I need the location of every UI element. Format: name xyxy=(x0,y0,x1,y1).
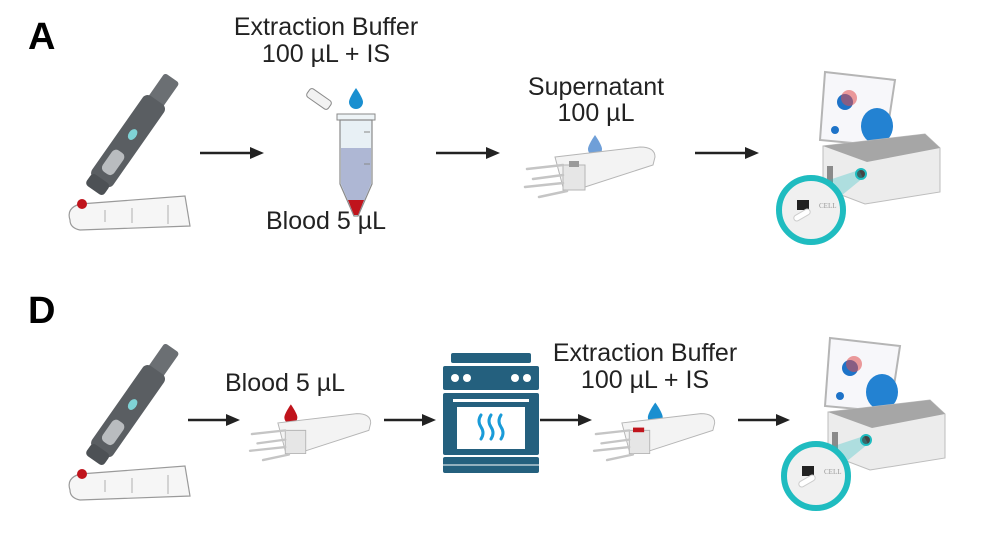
sample-port-icon xyxy=(860,434,872,446)
label-buffer-volume: 100 µL + IS xyxy=(580,366,710,394)
finger-icon xyxy=(68,195,191,231)
lancet-icon xyxy=(86,344,179,465)
instrument-screen-icon xyxy=(818,70,897,148)
inset-cell-label: CELL xyxy=(824,468,842,476)
oven-icon xyxy=(443,353,539,473)
instrument-screen-icon xyxy=(823,336,902,414)
label-extraction-buffer: Extraction Buffer xyxy=(552,339,738,367)
sampling-cartridge-illustration xyxy=(592,402,716,462)
heat-waves-icon xyxy=(477,413,505,441)
lancet-finger-illustration xyxy=(68,74,191,231)
tube-cap-icon xyxy=(306,88,332,110)
buffer-liquid xyxy=(341,148,371,215)
sampling-cartridge-illustration xyxy=(248,404,372,462)
inset-cell-label: CELL xyxy=(819,202,837,210)
instrument-body-icon xyxy=(827,399,946,471)
panel-letter-d: D xyxy=(28,290,56,332)
cartridge-icon xyxy=(592,413,716,462)
analyzer-instrument-illustration: CELL xyxy=(776,70,941,245)
buffer-drop-icon xyxy=(349,88,363,109)
label-supernatant-volume: 100 µL xyxy=(557,99,635,127)
panel-letter-a: A xyxy=(28,16,56,58)
arrow-icon xyxy=(695,147,759,159)
lancet-icon xyxy=(86,74,179,195)
sample-port-icon xyxy=(855,168,867,180)
arrow-icon xyxy=(188,414,240,426)
blood-sample xyxy=(348,200,364,215)
cartridge-icon xyxy=(523,146,656,199)
microcentrifuge-tube-illustration xyxy=(306,88,376,217)
instrument-body-icon xyxy=(822,133,941,205)
supernatant-drop-icon xyxy=(588,135,602,156)
label-supernatant: Supernatant xyxy=(527,73,665,101)
blood-drop-icon xyxy=(284,404,298,424)
port-inset-magnifier: CELL xyxy=(776,175,846,245)
label-extraction-buffer: Extraction Buffer xyxy=(233,13,419,41)
arrow-icon xyxy=(540,414,592,426)
blood-drop-icon xyxy=(77,469,87,479)
cartridge-icon xyxy=(248,413,372,462)
lancet-finger-illustration xyxy=(68,344,191,501)
arrow-icon xyxy=(200,147,264,159)
sampling-cartridge-illustration xyxy=(523,135,656,199)
label-blood-volume: Blood 5 µL xyxy=(265,207,387,235)
port-inset-magnifier: CELL xyxy=(781,441,851,511)
arrow-icon xyxy=(436,147,500,159)
label-buffer-volume: 100 µL + IS xyxy=(261,40,391,68)
arrow-icon xyxy=(384,414,436,426)
finger-icon xyxy=(68,465,191,501)
blood-drop-icon xyxy=(77,199,87,209)
analyzer-instrument-illustration: CELL xyxy=(781,336,946,511)
label-blood-volume: Blood 5 µL xyxy=(224,369,346,397)
arrow-icon xyxy=(738,414,790,426)
